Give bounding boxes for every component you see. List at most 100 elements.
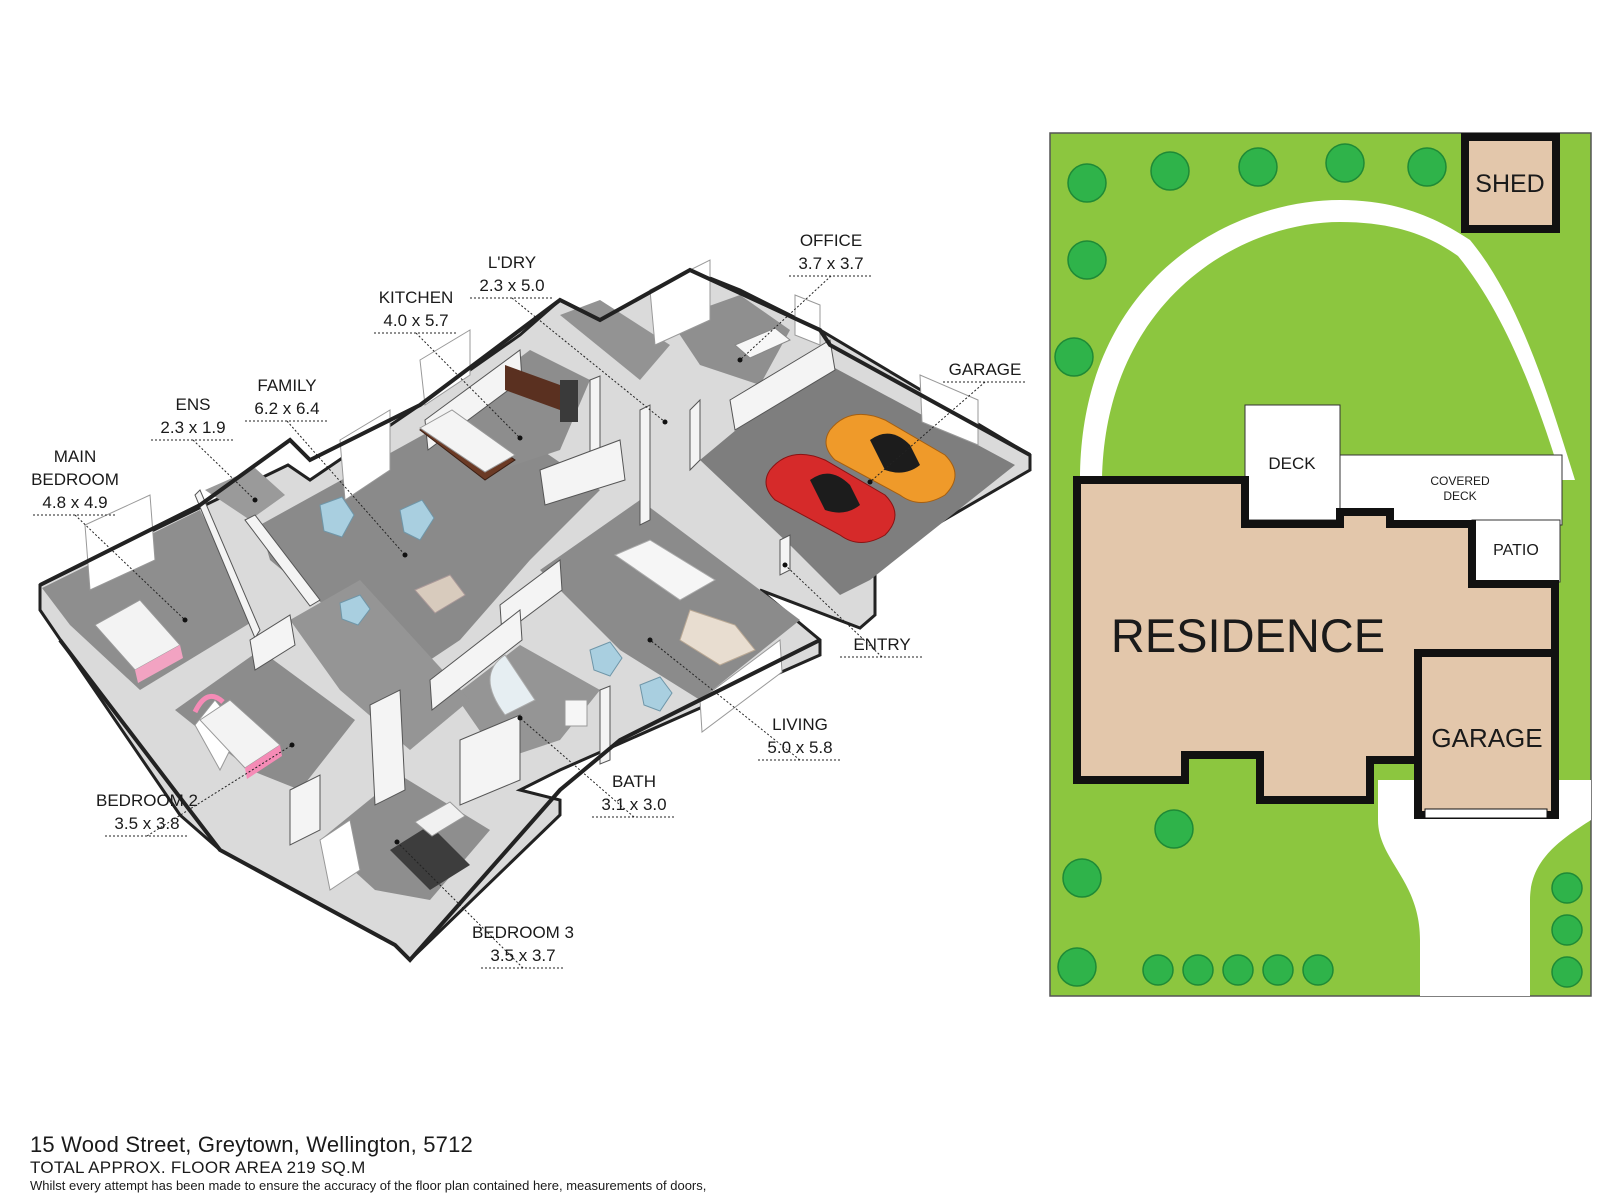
bath-vanity xyxy=(564,699,588,727)
leader-dot xyxy=(662,419,668,425)
residence-label: RESIDENCE xyxy=(1111,609,1385,662)
room-name: BEDROOM 2 xyxy=(96,791,198,810)
leader-dot xyxy=(517,435,523,441)
room-dimensions: 2.3 x 5.0 xyxy=(479,276,544,295)
room-dimensions: 4.8 x 4.9 xyxy=(42,493,107,512)
room-dimensions: 3.7 x 3.7 xyxy=(798,254,863,273)
room-label-ens: ENS 2.3 x 1.9 xyxy=(151,395,258,503)
room-label-kitchen: KITCHEN 4.0 x 5.7 xyxy=(374,288,523,441)
leader-line xyxy=(739,275,832,361)
total-floor-area: TOTAL APPROX. FLOOR AREA 219 SQ.M xyxy=(30,1158,366,1177)
room-dimensions: 3.5 x 3.7 xyxy=(490,946,555,965)
room-dimensions: 5.0 x 5.8 xyxy=(767,738,832,757)
room-dimensions: 2.3 x 1.9 xyxy=(160,418,225,437)
leader-line xyxy=(286,420,406,556)
leader-dot xyxy=(394,839,400,845)
leader-line xyxy=(649,639,801,761)
floor-plan-3d xyxy=(38,259,1032,963)
leader-line xyxy=(396,841,524,969)
leader-line xyxy=(146,744,293,837)
family-sofa xyxy=(414,574,466,614)
leader-dot xyxy=(402,552,408,558)
room-dimensions: 3.5 x 3.8 xyxy=(114,814,179,833)
room-dimensions: 6.2 x 6.4 xyxy=(254,399,319,418)
living-bench xyxy=(613,539,716,601)
leader-dot xyxy=(289,742,295,748)
footer: 15 Wood Street, Greytown, Wellington, 57… xyxy=(30,1132,930,1194)
leader-dot xyxy=(782,562,788,568)
floor-main-bedroom xyxy=(42,510,255,690)
room-label-bath: BATH 3.1 x 3.0 xyxy=(517,715,676,818)
armchairs xyxy=(319,496,673,712)
room-name: KITCHEN xyxy=(379,288,454,307)
kitchen-island-top xyxy=(419,409,516,473)
room-label-bedroom-3: BEDROOM 3 3.5 x 3.7 xyxy=(394,839,574,969)
room-label-l-dry: L'DRY 2.3 x 5.0 xyxy=(470,253,668,425)
leader-dot xyxy=(182,617,188,623)
floor-hallway xyxy=(290,580,470,750)
garage-label: GARAGE xyxy=(1431,723,1542,753)
bedroom2-bed xyxy=(192,693,282,779)
windows xyxy=(84,259,979,891)
kitchen-bench xyxy=(505,365,560,410)
floor-garage xyxy=(700,360,1015,595)
leader-dot xyxy=(517,715,523,721)
leader-dot xyxy=(647,637,653,643)
leader-dot xyxy=(867,479,873,485)
deck-label: DECK xyxy=(1268,454,1316,473)
room-label-office: OFFICE 3.7 x 3.7 xyxy=(737,231,873,363)
room-name: L'DRY xyxy=(488,253,536,272)
fridge xyxy=(560,380,578,422)
outer-wall-outline xyxy=(39,267,1031,587)
office-desk xyxy=(734,327,791,359)
driveway-south xyxy=(1378,780,1591,996)
property-address: 15 Wood Street, Greytown, Wellington, 57… xyxy=(30,1132,473,1157)
floor-ensuite xyxy=(205,468,285,520)
room-name: LIVING xyxy=(772,715,828,734)
shower-enclosure xyxy=(489,654,536,716)
leader-line xyxy=(415,332,521,439)
leader-dot xyxy=(737,357,743,363)
red-car xyxy=(765,453,896,543)
living-sofa xyxy=(679,609,756,666)
room-name: ENS xyxy=(176,395,211,414)
leader-dot xyxy=(252,497,258,503)
room-name: OFFICE xyxy=(800,231,862,250)
room-name: FAMILY xyxy=(257,376,316,395)
leader-line xyxy=(511,297,666,423)
leader-line xyxy=(519,717,635,818)
shed-label: SHED xyxy=(1475,170,1544,198)
room-dimensions: 3.1 x 3.0 xyxy=(601,795,666,814)
room-dimensions: 4.0 x 5.7 xyxy=(383,311,448,330)
room-name: ENTRY xyxy=(853,635,910,654)
floor-bedroom2 xyxy=(175,650,355,790)
deck xyxy=(1244,404,1341,521)
room-label-entry: ENTRY xyxy=(782,562,924,658)
floor-laundry xyxy=(560,300,670,380)
outer-wall-outline-south xyxy=(58,638,821,963)
room-label-garage: GARAGE xyxy=(867,360,1027,485)
trees xyxy=(1054,143,1583,988)
room-name: GARAGE xyxy=(949,360,1022,379)
main-bedroom-bed xyxy=(94,599,183,683)
leader-line xyxy=(869,381,986,483)
room-name: BEDROOM 3 xyxy=(472,923,574,942)
search-icon[interactable] xyxy=(1545,0,1585,16)
room-name: BATH xyxy=(612,772,656,791)
bedroom3-bed xyxy=(390,801,470,890)
disclaimer: Whilst every attempt has been made to en… xyxy=(30,1178,707,1193)
leader-line xyxy=(74,514,186,621)
site-garage xyxy=(1414,649,1559,819)
orange-car xyxy=(825,413,956,503)
patio-label: PATIO xyxy=(1493,542,1539,559)
room-label-family: FAMILY 6.2 x 6.4 xyxy=(245,376,408,558)
room-label-living: LIVING 5.0 x 5.8 xyxy=(647,637,842,761)
room-label-bedroom-2: BEDROOM 2 3.5 x 3.8 xyxy=(96,742,295,837)
garage-door xyxy=(1424,808,1548,819)
